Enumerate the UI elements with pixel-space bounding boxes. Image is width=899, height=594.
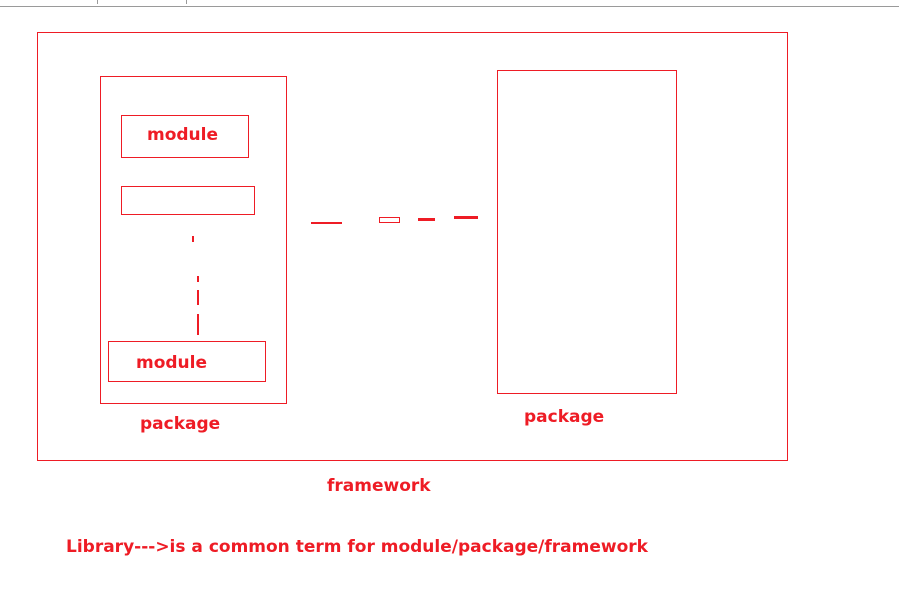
vertical-dash bbox=[197, 314, 199, 335]
vertical-dash bbox=[197, 290, 199, 305]
module-top-label: module bbox=[147, 125, 219, 145]
toolbar-divider bbox=[186, 0, 187, 4]
framework-box bbox=[37, 32, 788, 461]
horizontal-dash-box bbox=[379, 217, 400, 223]
module-top-box bbox=[121, 115, 249, 158]
toolbar-divider bbox=[97, 0, 98, 4]
module-bottom-label: module bbox=[136, 353, 208, 373]
horizontal-dash bbox=[418, 218, 435, 221]
package-right-label: package bbox=[524, 407, 605, 427]
module-middle-box bbox=[121, 186, 255, 215]
package-left-box bbox=[100, 76, 287, 404]
caption-text: Library--->is a common term for module/p… bbox=[66, 537, 648, 557]
package-right-box bbox=[497, 70, 677, 394]
framework-label: framework bbox=[327, 476, 431, 496]
module-bottom-box bbox=[108, 341, 266, 382]
top-toolbar-edge bbox=[0, 0, 899, 7]
horizontal-dash bbox=[311, 222, 342, 224]
vertical-dash bbox=[192, 236, 194, 242]
vertical-dash bbox=[197, 276, 199, 282]
horizontal-dash bbox=[454, 216, 478, 219]
package-left-label: package bbox=[140, 414, 221, 434]
